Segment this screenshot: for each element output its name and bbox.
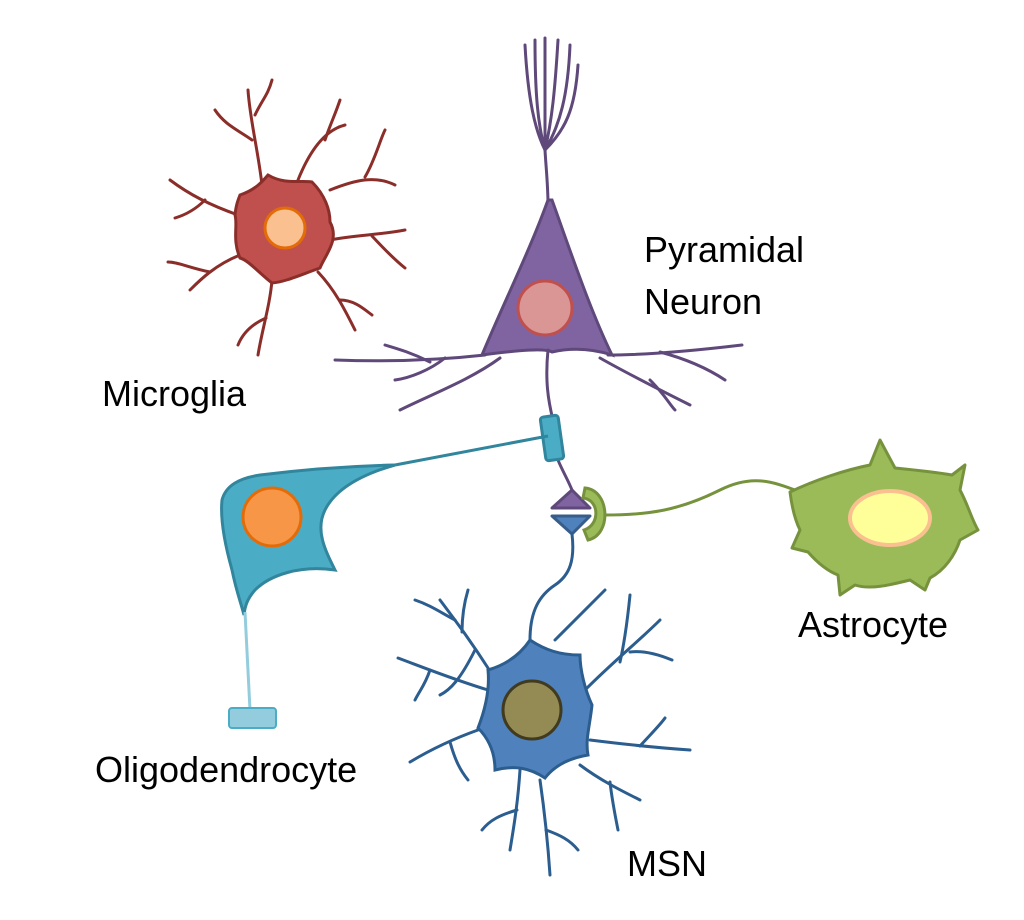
oligodendrocyte-cell xyxy=(220,434,549,729)
astrocyte-label: Astrocyte xyxy=(798,604,949,645)
pyramidal-neuron-label-line2: Neuron xyxy=(644,281,763,322)
microglia-nucleus xyxy=(263,206,307,250)
astrocyte-nucleus xyxy=(848,489,932,547)
oligodendrocyte-myelin-sheath xyxy=(228,707,277,729)
myelin-segment xyxy=(538,413,566,463)
oligodendrocyte-soma xyxy=(220,463,396,616)
msn-nucleus xyxy=(501,679,563,741)
microglia-cell xyxy=(166,78,407,357)
pyramidal-soma xyxy=(479,198,615,358)
astrocyte-endfoot xyxy=(581,486,607,542)
postsynaptic-terminal xyxy=(550,514,592,536)
pyramidal-axon-lower xyxy=(556,458,574,492)
microglia-label: Microglia xyxy=(102,373,247,414)
msn-cell xyxy=(396,532,692,877)
oligodendrocyte-nucleus xyxy=(241,486,303,548)
astrocyte-process xyxy=(604,479,801,517)
pyramidal-apical-dendrite xyxy=(523,36,580,207)
pyramidal-neuron-label-line1: Pyramidal xyxy=(644,229,805,270)
msn-axon xyxy=(528,532,575,642)
presynaptic-terminal xyxy=(550,488,592,510)
msn-dendrites xyxy=(396,588,692,877)
pyramidal-nucleus xyxy=(516,279,574,337)
oligodendrocyte-process-down xyxy=(243,611,252,711)
astrocyte-cell xyxy=(604,438,980,597)
pyramidal-basal-dendrites xyxy=(333,343,744,412)
synapse xyxy=(550,486,607,542)
oligodendrocyte-label: Oligodendrocyte xyxy=(95,749,358,790)
msn-label: MSN xyxy=(627,843,707,884)
pyramidal-axon xyxy=(545,348,555,422)
microglia-processes xyxy=(166,78,407,357)
oligodendrocyte-process-to-myelin xyxy=(394,434,549,467)
pyramidal-neuron xyxy=(333,36,744,492)
